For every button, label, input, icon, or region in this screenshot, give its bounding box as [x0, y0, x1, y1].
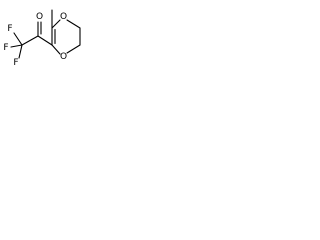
bond-cf3-f-top [13, 32, 23, 46]
atom-f-bottom: F [13, 58, 18, 68]
bond-o-bottom-c-ring-left [51, 44, 61, 55]
bond-cf3-f-bottom [18, 44, 23, 59]
atom-o-carbonyl: O [36, 12, 43, 22]
bond-carbonyl-cf3 [21, 35, 39, 46]
bond-ch2-bottom-o-bottom [66, 44, 81, 54]
bond-cf3-f-left [10, 44, 23, 48]
bond-ring-carbonyl [37, 35, 53, 46]
atom-f-left: F [3, 43, 8, 53]
bond-o-top-ch2-top [66, 19, 81, 29]
structure-diagram: O O O F F F [3, 9, 81, 68]
atom-f-top: F [7, 24, 12, 34]
atom-o-ring-top: O [60, 12, 67, 22]
atom-o-ring-bottom: O [60, 52, 67, 62]
bond-c-ring-top-o-top [51, 19, 61, 29]
